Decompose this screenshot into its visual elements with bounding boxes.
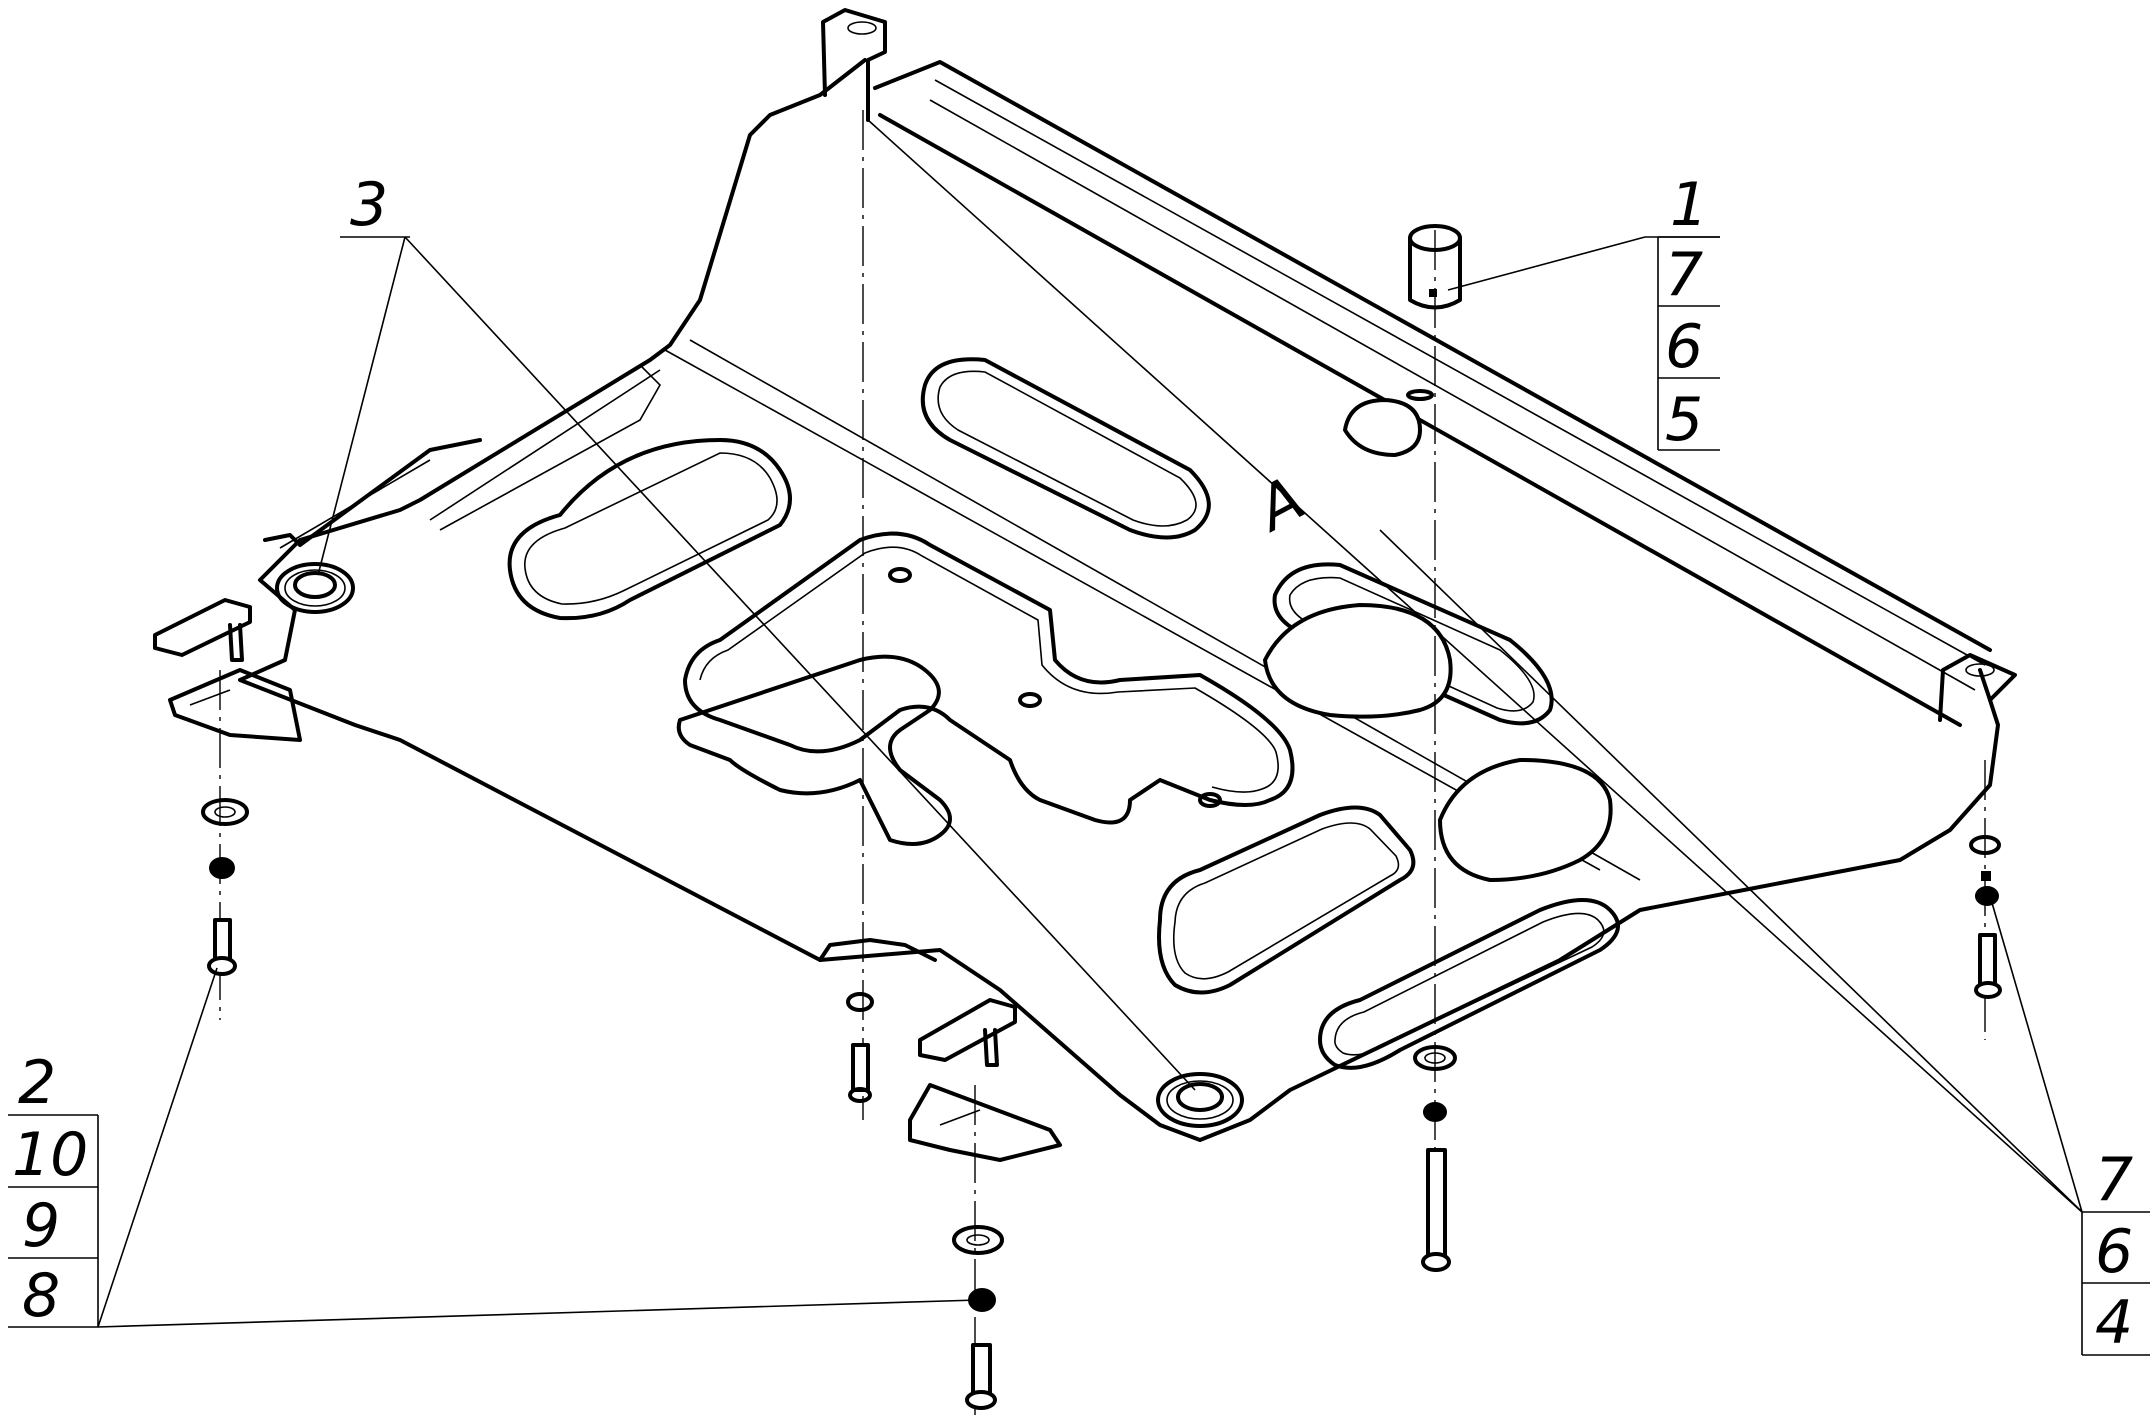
clip-front-upper: [918, 998, 1017, 1067]
recess-right-lower: [1157, 805, 1416, 995]
callout-3-number: 3: [350, 170, 388, 240]
fasteners-right: [1969, 835, 2002, 999]
access-hole-lower: [1438, 758, 1613, 882]
mount-tab-top-left: [821, 8, 887, 122]
fasteners-left: [201, 798, 249, 976]
callout-bottom-left: 2 10 9 8: [8, 1048, 99, 1331]
callout-bottom-left-1: 2: [18, 1048, 56, 1118]
callout-top-right-2: 7: [1665, 240, 1703, 310]
bracket-front-center: [818, 938, 937, 962]
callout-bottom-right-2: 6: [2095, 1217, 2133, 1287]
callout-top-right-3: 6: [1665, 312, 1703, 382]
grommet-left: [275, 562, 355, 614]
grommet-front: [1156, 1072, 1244, 1128]
leader-lines: [97, 119, 2083, 1328]
callout-top-right-1: 1: [1670, 170, 1708, 240]
recess-left-long: [507, 438, 792, 621]
recess-center-e-shape: [683, 531, 1295, 825]
bracket-left: [263, 438, 482, 549]
callout-bottom-left-3: 9: [22, 1191, 60, 1261]
callout-top-right-4: 5: [1665, 385, 1703, 455]
callout-bottom-left-2: 10: [12, 1120, 88, 1190]
recess-tongue: [676, 654, 952, 846]
recess-right-bottom-strip: [1318, 898, 1620, 1070]
skid-plate: [238, 58, 2000, 1142]
callout-top-right: 1 7 6 5: [1657, 170, 1720, 455]
callout-bottom-right-3: 4: [2095, 1288, 2133, 1358]
clip-left-lower: [168, 668, 302, 742]
callout-bottom-right: 7 6 4: [2081, 1145, 2150, 1358]
view-marker: A: [1243, 464, 1316, 547]
callout-bottom-right-1: 7: [2095, 1145, 2133, 1215]
fasteners-long-bolt: [1413, 1045, 1457, 1272]
mount-tab-right: [1938, 653, 2017, 722]
clip-left-upper: [153, 598, 252, 662]
access-hole-upper: [1263, 603, 1453, 719]
centerlines: [219, 110, 1986, 1420]
recess-top-center: [920, 357, 1211, 540]
small-holes: [888, 389, 1434, 808]
fasteners-center: [846, 992, 874, 1103]
fasteners-front: [952, 1225, 1004, 1410]
callout-3: 3: [350, 170, 388, 240]
callout-bottom-left-4: 8: [22, 1261, 60, 1331]
clip-front-lower: [908, 1083, 1062, 1162]
access-hole-top: [1343, 398, 1422, 457]
